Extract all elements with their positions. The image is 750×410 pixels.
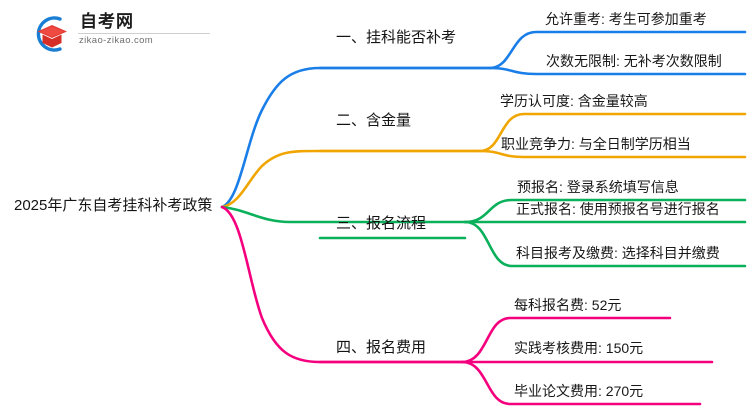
site-logo[interactable]: 自考网 zikao-zikao.com	[30, 12, 220, 56]
branch-3-child-3-label[interactable]: 科目报考及缴费: 选择科目并缴费	[516, 245, 720, 261]
branch-3-child-2-label[interactable]: 正式报名: 使用预报名号进行报名	[516, 201, 720, 217]
graduation-cap-icon	[36, 16, 67, 52]
branch-2-label[interactable]: 二、含金量	[336, 112, 412, 129]
branch-4-child-3-label[interactable]: 毕业论文费用: 270元	[514, 383, 644, 399]
branch-1-trunk	[220, 66, 492, 209]
branch-4-label[interactable]: 四、报名费用	[336, 339, 427, 356]
branch-4-child-2-label[interactable]: 实践考核费用: 150元	[514, 340, 644, 356]
branch-1-child-2-label[interactable]: 次数无限制: 无补考次数限制	[546, 53, 722, 69]
logo-divider	[78, 33, 210, 34]
branch-2-trunk	[220, 149, 482, 209]
branch-3-child-1-label[interactable]: 预报名: 登录系统填写信息	[517, 179, 679, 195]
logo-text-block: 自考网 zikao-zikao.com	[78, 12, 218, 47]
logo-domain: zikao-zikao.com	[79, 35, 154, 46]
branch-1-child-1-label[interactable]: 允许重考: 考生可参加重考	[545, 11, 707, 27]
branch-4-child-1-label[interactable]: 每科报名费: 52元	[514, 297, 622, 313]
branch-2-child-2-label[interactable]: 职业竞争力: 与全日制学历相当	[501, 136, 691, 152]
branch-1-label[interactable]: 一、挂科能否补考	[336, 29, 457, 46]
branch-3-label[interactable]: 三、报名流程	[336, 215, 427, 232]
branch-2-child-1-label[interactable]: 学历认可度: 含金量较高	[500, 93, 648, 109]
root-node-label[interactable]: 2025年广东自考挂科补考政策	[14, 197, 213, 214]
logo-site-name: 自考网	[80, 12, 134, 31]
